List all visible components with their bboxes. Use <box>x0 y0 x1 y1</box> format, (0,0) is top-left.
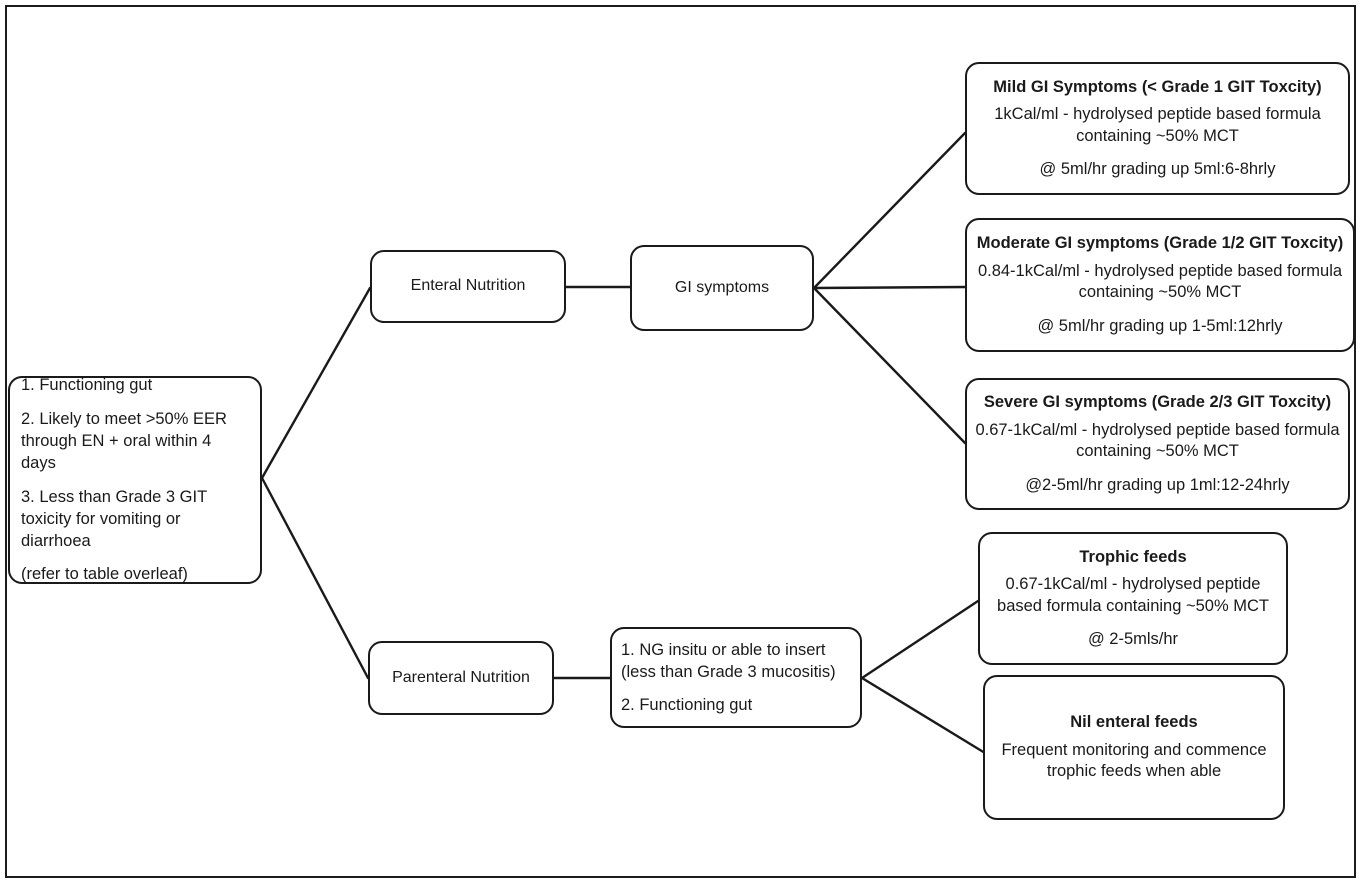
moderate-formula: 0.84-1kCal/ml - hydrolysed peptide based… <box>977 261 1343 302</box>
mild-rate: @ 5ml/hr grading up 5ml:6-8hrly <box>1039 160 1276 179</box>
page-border <box>5 5 1356 878</box>
ng-insitu-criteria-node: 1. NG insitu or able to insert (less tha… <box>610 627 862 728</box>
criteria-item-4: (refer to table overleaf) <box>21 565 188 584</box>
moderate-title: Moderate GI symptoms (Grade 1/2 GIT Toxc… <box>976 234 1344 253</box>
trophic-feeds-node: Trophic feeds 0.67-1kCal/ml - hydrolysed… <box>978 532 1288 665</box>
nil-enteral-formula: Frequent monitoring and commence trophic… <box>1001 740 1267 781</box>
severe-formula: 0.67-1kCal/ml - hydrolysed peptide based… <box>975 420 1340 461</box>
criteria-item-1: 1. Functioning gut <box>21 376 153 395</box>
criteria-item-2: 2. Likely to meet >50% EER through EN + … <box>21 409 227 473</box>
gi-symptoms-node: GI symptoms <box>630 245 814 331</box>
severe-rate: @2-5ml/hr grading up 1ml:12-24hrly <box>1025 475 1290 494</box>
trophic-formula: 0.67-1kCal/ml - hydrolysed peptide based… <box>997 575 1269 615</box>
trophic-title: Trophic feeds <box>1079 547 1187 566</box>
ng-criteria-item-1: 1. NG insitu or able to insert <box>621 640 826 659</box>
ng-criteria-item-2: 2. Functioning gut <box>621 696 753 715</box>
trophic-rate: @ 2-5mls/hr <box>1087 630 1179 649</box>
parenteral-nutrition-node: Parenteral Nutrition <box>368 641 554 715</box>
severe-title: Severe GI symptoms (Grade 2/3 GIT Toxcit… <box>983 393 1332 412</box>
moderate-gi-symptoms-node: Moderate GI symptoms (Grade 1/2 GIT Toxc… <box>965 218 1355 352</box>
enteral-nutrition-label: Enteral Nutrition <box>410 277 526 295</box>
criteria-item-3: 3. Less than Grade 3 GIT toxicity for vo… <box>21 487 207 551</box>
nil-enteral-title: Nil enteral feeds <box>1070 713 1198 732</box>
enteral-nutrition-node: Enteral Nutrition <box>370 250 566 323</box>
gi-symptoms-label: GI symptoms <box>674 278 770 296</box>
severe-gi-symptoms-node: Severe GI symptoms (Grade 2/3 GIT Toxcit… <box>965 378 1350 510</box>
moderate-rate: @ 5ml/hr grading up 1-5ml:12hrly <box>1037 316 1283 335</box>
nil-enteral-feeds-node: Nil enteral feeds Frequent monitoring an… <box>983 675 1285 820</box>
mild-formula: 1kCal/ml - hydrolysed peptide based form… <box>994 105 1321 145</box>
entry-criteria-node: 1. Functioning gut 2. Likely to meet >50… <box>8 376 262 584</box>
mild-gi-symptoms-node: Mild GI Symptoms (< Grade 1 GIT Toxcity)… <box>965 62 1350 195</box>
mild-title: Mild GI Symptoms (< Grade 1 GIT Toxcity) <box>993 77 1322 96</box>
parenteral-nutrition-label: Parenteral Nutrition <box>392 668 530 686</box>
ng-criteria-item-1b: (less than Grade 3 mucositis) <box>621 662 836 681</box>
